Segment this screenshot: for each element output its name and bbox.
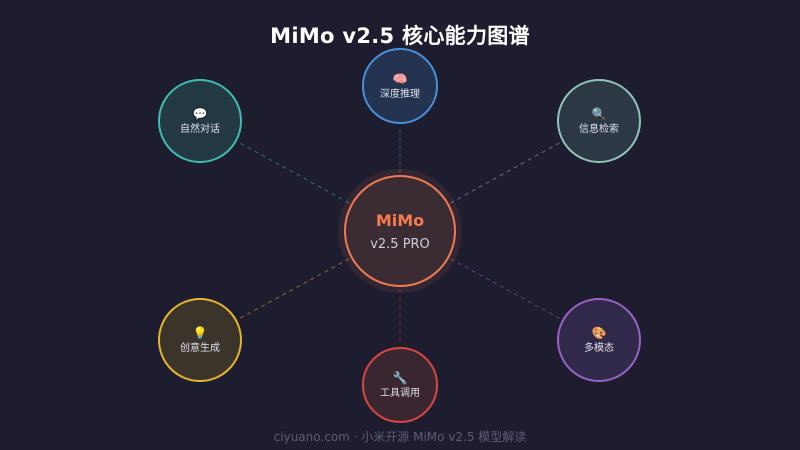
capability-icon: 🔍	[591, 106, 607, 121]
footer-credit: ciyuano.com · 小米开源 MiMo v2.5 模型解读	[273, 430, 527, 444]
center-node-version: v2.5 PRO	[370, 236, 430, 252]
center-node: MiMo v2.5 PRO	[344, 175, 456, 287]
capability-node-top: 🧠 深度推理	[362, 48, 438, 124]
capability-node-top-left: 💬 自然对话	[158, 79, 242, 163]
connector-line-bottom-right	[450, 258, 561, 320]
capability-label: 工具调用	[380, 387, 420, 399]
capability-label: 信息检索	[579, 123, 619, 135]
center-node-name: MiMo	[375, 210, 425, 230]
diagram-title: MiMo v2.5 核心能力图谱	[270, 24, 530, 48]
capability-node-bottom: 🔧 工具调用	[362, 347, 438, 423]
capability-icon: 🧠	[392, 71, 408, 86]
capability-node-top-right: 🔍 信息检索	[557, 79, 641, 163]
capability-node-bottom-right: 🎨 多模态	[557, 298, 641, 382]
capability-icon: 💡	[192, 325, 208, 340]
capability-label: 多模态	[584, 342, 614, 354]
connector-line-top-right	[450, 141, 561, 204]
capability-label: 深度推理	[380, 88, 420, 100]
capability-icon: 🔧	[392, 370, 408, 385]
capability-label: 自然对话	[180, 123, 220, 135]
capability-icon: 💬	[192, 106, 208, 121]
connector-line-bottom-left	[238, 258, 350, 320]
capability-label: 创意生成	[180, 342, 220, 354]
capability-icon: 🎨	[591, 325, 607, 340]
connector-line-top-left	[238, 141, 350, 204]
capability-node-bottom-left: 💡 创意生成	[158, 298, 242, 382]
